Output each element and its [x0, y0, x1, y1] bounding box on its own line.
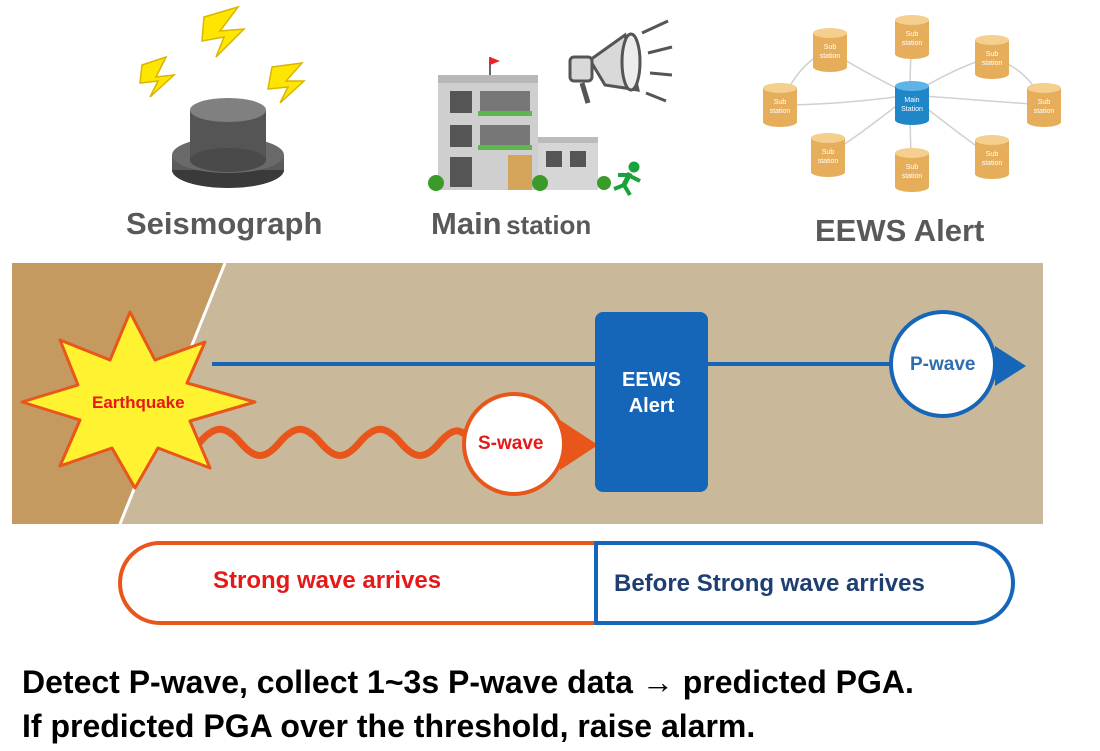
seismograph-icon — [172, 98, 284, 188]
building-icon — [428, 57, 611, 191]
main-station-illustration — [428, 19, 673, 197]
sub-station-cylinder: Sub station — [813, 28, 847, 72]
p-wave-arrowhead — [995, 346, 1026, 386]
main-station-label: Main station — [431, 206, 591, 242]
sub-station-text-0: Sub — [774, 99, 787, 106]
sub-station-text-0: Sub — [1038, 99, 1051, 106]
main-station-text-0: Main — [904, 97, 919, 104]
strong-wave-arrives-label: Strong wave arrives — [213, 567, 442, 594]
wave-diagram — [12, 262, 1043, 525]
sub-station-cylinder: Sub station — [895, 148, 929, 192]
sub-station-text-1: station — [818, 158, 839, 165]
sub-station-cylinder: Sub station — [975, 35, 1009, 79]
s-wave-bubble — [462, 392, 566, 496]
sub-station-text-1: station — [820, 53, 841, 60]
earthquake-star — [20, 310, 257, 490]
sub-station-text-1: station — [982, 160, 1003, 167]
lightning-icon — [139, 5, 306, 104]
eews-alert-box-text: EEWS Alert — [595, 367, 708, 419]
sub-station-text-0: Sub — [986, 51, 999, 58]
eews-alert-box — [595, 312, 708, 492]
caption-line-1: Detect P-wave, collect 1~3s P-wave data … — [22, 664, 914, 700]
sub-station-cylinder: Sub station — [763, 83, 797, 127]
sub-station-text-1: station — [902, 173, 923, 180]
timeline-bar — [118, 541, 1015, 625]
running-person-icon — [613, 161, 641, 197]
sub-station-text-1: station — [770, 108, 791, 115]
sub-station-cylinder: Sub station — [975, 135, 1009, 179]
ground-background — [120, 263, 1043, 524]
sub-station-text-0: Sub — [986, 151, 999, 158]
s-wave-label: S-wave — [478, 433, 544, 454]
p-wave-bubble — [889, 310, 997, 418]
sub-station-cylinder: Sub station — [895, 15, 929, 59]
seismograph-illustration — [139, 5, 306, 188]
sub-station-text-0: Sub — [822, 149, 835, 156]
main-station-label-bold: Main — [431, 206, 502, 241]
s-wave-arrowhead — [560, 420, 598, 470]
sub-station-text-0: Sub — [824, 44, 837, 51]
timeline-right-segment — [594, 541, 1015, 625]
network-icon: SubstationSubstationSubstationSubstation… — [763, 15, 1061, 192]
sub-station-text-1: station — [1034, 108, 1055, 115]
sub-station-text-1: station — [982, 60, 1003, 67]
sub-station-text-1: station — [902, 40, 923, 47]
sub-station-text-0: Sub — [906, 31, 919, 38]
p-wave-label: P-wave — [910, 354, 976, 375]
sub-station-cylinder: Sub station — [1027, 83, 1061, 127]
main-station-text-1: Station — [901, 106, 923, 113]
timeline-left-segment — [118, 541, 596, 625]
before-strong-wave-label: Before Strong wave arrives — [614, 570, 925, 597]
eews-alert-box-line-2: Alert — [628, 395, 675, 417]
seismograph-label: Seismograph — [126, 206, 323, 241]
earthquake-label: Earthquake — [92, 393, 185, 412]
sub-station-cylinder: Sub station — [811, 133, 845, 177]
eews-alert-label: EEWS Alert — [815, 213, 985, 248]
eews-alert-box-line-1: EEWS — [622, 369, 681, 391]
main-station-label-rest: station — [506, 210, 592, 240]
megaphone-icon — [568, 19, 673, 104]
s-wave-line — [196, 425, 474, 459]
sub-station-text-0: Sub — [906, 164, 919, 171]
caption-line-2: If predicted PGA over the threshold, rai… — [22, 708, 756, 744]
